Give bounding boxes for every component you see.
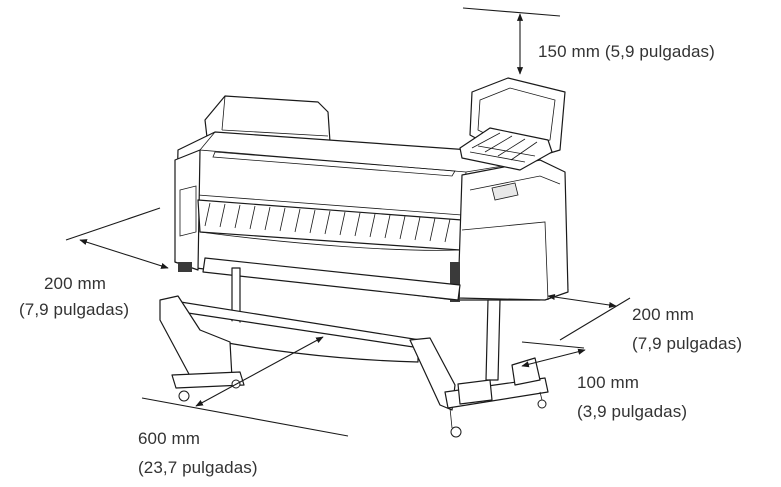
dimension-rear	[521, 341, 586, 368]
right-clearance-mm-label: 200 mm	[632, 305, 695, 324]
rear-clearance-in-label: (3,9 pulgadas)	[577, 402, 688, 421]
printer-illustration	[159, 77, 569, 438]
front-clearance-in-label: (23,7 pulgadas)	[138, 458, 258, 477]
dimension-front	[141, 336, 349, 437]
left-clearance-in-label: (7,9 pulgadas)	[19, 300, 130, 319]
dimension-left	[65, 207, 169, 269]
rear-clearance-mm-label: 100 mm	[577, 373, 640, 392]
printer-stand	[159, 267, 549, 438]
dimension-top	[462, 7, 561, 75]
top-clearance-label: 150 mm (5,9 pulgadas)	[538, 42, 715, 61]
front-clearance-mm-label: 600 mm	[138, 429, 201, 448]
left-clearance-mm-label: 200 mm	[44, 274, 107, 293]
dimension-right	[547, 293, 631, 341]
right-clearance-in-label: (7,9 pulgadas)	[632, 334, 743, 353]
